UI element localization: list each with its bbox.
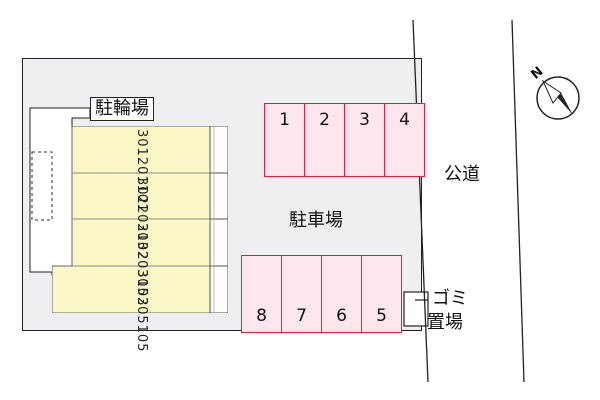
room-column-4: 305205105 (134, 269, 149, 352)
room-305: 305 (134, 269, 149, 297)
garbage-label-line2: 置場 (427, 312, 463, 333)
room-302: 302 (134, 177, 149, 205)
parking-bottom-row: 8 7 6 5 (241, 255, 402, 333)
bike-parking-label: 駐輪場 (90, 97, 154, 121)
room-105: 105 (134, 324, 149, 353)
compass: N (528, 64, 580, 120)
parking-spot-3: 3 (345, 103, 385, 177)
parking-label: 駐車場 (289, 210, 343, 231)
parking-spot-8: 8 (241, 255, 282, 333)
public-road-label: 公道 (444, 164, 480, 185)
parking-spot-6: 6 (322, 255, 362, 333)
garbage-label-line1: ゴミ (432, 288, 468, 309)
building: 301201101 302202102 303203103 305205105 (52, 126, 228, 352)
compass-label: N (528, 64, 546, 82)
building-shape (52, 126, 228, 313)
room-301: 301 (134, 129, 149, 157)
parking-top-row: 1 2 3 4 (264, 103, 425, 177)
parking-spot-5: 5 (362, 255, 402, 333)
parking-spot-4: 4 (385, 103, 425, 177)
room-303: 303 (134, 223, 149, 251)
room-205: 205 (134, 296, 149, 325)
road-edge-right (511, 19, 525, 383)
parking-spot-2: 2 (305, 103, 345, 177)
parking-spot-1: 1 (264, 103, 305, 177)
bike-rack (31, 151, 53, 221)
road-edge-left (412, 19, 429, 383)
parking-spot-7: 7 (282, 255, 322, 333)
